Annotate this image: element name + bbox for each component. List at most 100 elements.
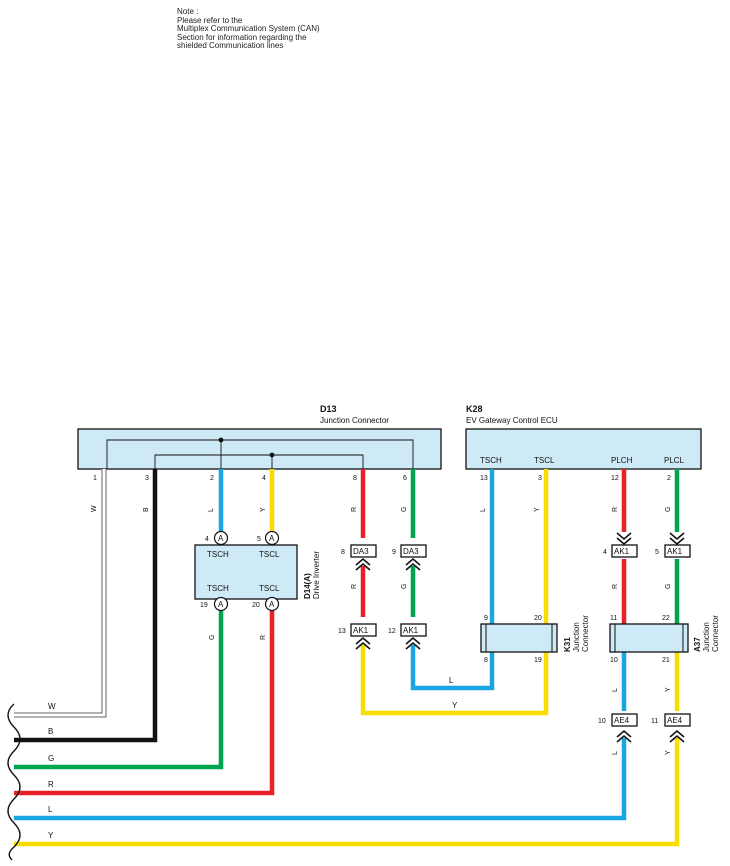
inline-connector-ak1-upper: AK1 4 AK1 5 bbox=[603, 532, 691, 558]
wire-r bbox=[14, 611, 275, 796]
wires bbox=[14, 469, 680, 847]
wire-g bbox=[14, 611, 224, 770]
wire-label: G bbox=[665, 584, 672, 589]
k31-connector: 9 20 8 19 K31 Junction Connector bbox=[480, 615, 590, 664]
connector-pin: 5 bbox=[655, 549, 659, 556]
connector-code: AK1 bbox=[403, 626, 419, 635]
inline-connector-ae4: AE4 10 AE4 11 bbox=[598, 713, 691, 743]
connector-code: AE4 bbox=[614, 716, 630, 725]
connector-tag bbox=[664, 713, 691, 727]
k28-connector: K28 EV Gateway Control ECU TSCH TSCL PLC… bbox=[465, 404, 702, 482]
splice-dot bbox=[218, 437, 224, 443]
wire-w bbox=[14, 469, 106, 717]
connector-pin: 4 bbox=[603, 549, 607, 556]
d13-internal-line bbox=[154, 454, 364, 469]
d14-pin: 4 bbox=[205, 536, 209, 543]
wire-label: R bbox=[260, 635, 267, 640]
k31-name: Connector bbox=[581, 615, 590, 652]
a37-pin: 11 bbox=[610, 615, 617, 622]
k31-pin: 9 bbox=[484, 615, 488, 622]
connector-tag bbox=[350, 623, 377, 637]
note-line: Multiplex Communication System (CAN) bbox=[177, 24, 320, 34]
wire-label: R bbox=[612, 507, 619, 512]
d13-pin: 8 bbox=[353, 475, 357, 482]
k28-pin: 13 bbox=[480, 475, 488, 482]
k31-pin: 19 bbox=[534, 657, 542, 664]
k28-code: K28 bbox=[466, 404, 483, 414]
k28-terminal: TSCH bbox=[480, 456, 502, 465]
d14-terminal: TSCH bbox=[207, 550, 229, 559]
d13-connector: D13 Junction Connector 1 3 2 4 8 6 bbox=[77, 404, 442, 482]
d14-pin-marker bbox=[213, 530, 229, 546]
connector-code: DA3 bbox=[353, 547, 369, 556]
wire-label: W bbox=[91, 505, 98, 512]
d13-internal-line bbox=[106, 439, 414, 469]
a37-name: Junction bbox=[702, 622, 711, 652]
d14-code: D14(A) bbox=[303, 573, 312, 599]
wire-l bbox=[14, 738, 627, 821]
bundle-wire-label: W bbox=[48, 702, 56, 711]
bundle-wire-label: R bbox=[48, 780, 54, 789]
connector-code: AK1 bbox=[353, 626, 369, 635]
connector-tag bbox=[611, 544, 638, 558]
a37-name: Connector bbox=[711, 615, 720, 652]
k28-pin: 2 bbox=[667, 475, 671, 482]
note-line: Section for information regarding the bbox=[177, 32, 307, 42]
wire-label: R bbox=[351, 584, 358, 589]
connector-tag bbox=[400, 544, 427, 558]
d13-code: D13 bbox=[320, 404, 337, 414]
chevron-down-icon bbox=[669, 532, 685, 546]
d13-box bbox=[77, 428, 442, 470]
connector-tag bbox=[611, 713, 638, 727]
d14-terminal: TSCH bbox=[207, 584, 229, 593]
wire-b bbox=[14, 469, 158, 743]
wire-label: G bbox=[665, 507, 672, 512]
k31-pin: 20 bbox=[534, 615, 542, 622]
a37-code: A37 bbox=[693, 637, 702, 652]
d13-pin: 2 bbox=[210, 475, 214, 482]
wire-label: L bbox=[449, 676, 454, 685]
k28-pin: 12 bbox=[611, 475, 619, 482]
chevron-up-icon bbox=[405, 557, 421, 571]
d14-box bbox=[194, 544, 298, 600]
wire-label: R bbox=[612, 584, 619, 589]
d14-pin: 20 bbox=[252, 602, 260, 609]
d13-pin: 1 bbox=[93, 475, 97, 482]
wire-label: L bbox=[480, 508, 487, 512]
chevron-up-icon bbox=[616, 729, 632, 743]
connector-pin: 13 bbox=[338, 628, 346, 635]
d14-pin: 19 bbox=[200, 602, 208, 609]
a37-pin: 10 bbox=[610, 657, 618, 664]
chevron-up-icon bbox=[669, 729, 685, 743]
wire-labels: W B L Y R G G R R G L Y R G R G L Y L Y … bbox=[48, 505, 672, 840]
wire-label: Y bbox=[665, 750, 672, 755]
d14-marker-letter: A bbox=[218, 534, 224, 543]
connector-pin: 10 bbox=[598, 718, 606, 725]
k28-terminal: TSCL bbox=[534, 456, 555, 465]
splice-dot bbox=[269, 452, 275, 458]
note-line: Please refer to the bbox=[177, 15, 243, 25]
connector-tag bbox=[400, 623, 427, 637]
wire-label: L bbox=[612, 688, 619, 692]
d14-pin-marker bbox=[264, 596, 280, 612]
d13-name: Junction Connector bbox=[320, 416, 389, 425]
wire-label: Y bbox=[260, 507, 267, 512]
chevron-up-icon bbox=[405, 636, 421, 650]
wire-label: L bbox=[612, 751, 619, 755]
a37-connector: 11 22 10 21 A37 Junction Connector bbox=[609, 615, 720, 664]
d14-marker-letter: A bbox=[269, 534, 275, 543]
k28-terminal: PLCH bbox=[611, 456, 633, 465]
a37-pin: 22 bbox=[662, 615, 670, 622]
wire-label: B bbox=[143, 507, 150, 512]
connector-pin: 8 bbox=[341, 549, 345, 556]
d14-terminal: TSCL bbox=[259, 550, 280, 559]
wire-l bbox=[410, 645, 495, 691]
connector-tag bbox=[664, 544, 691, 558]
d14-terminal: TSCL bbox=[259, 584, 280, 593]
connector-pin: 11 bbox=[651, 718, 658, 725]
k31-pin: 8 bbox=[484, 657, 488, 664]
bundle-wire-label: L bbox=[48, 805, 53, 814]
wire-y bbox=[360, 645, 549, 716]
wire-label: G bbox=[401, 584, 408, 589]
